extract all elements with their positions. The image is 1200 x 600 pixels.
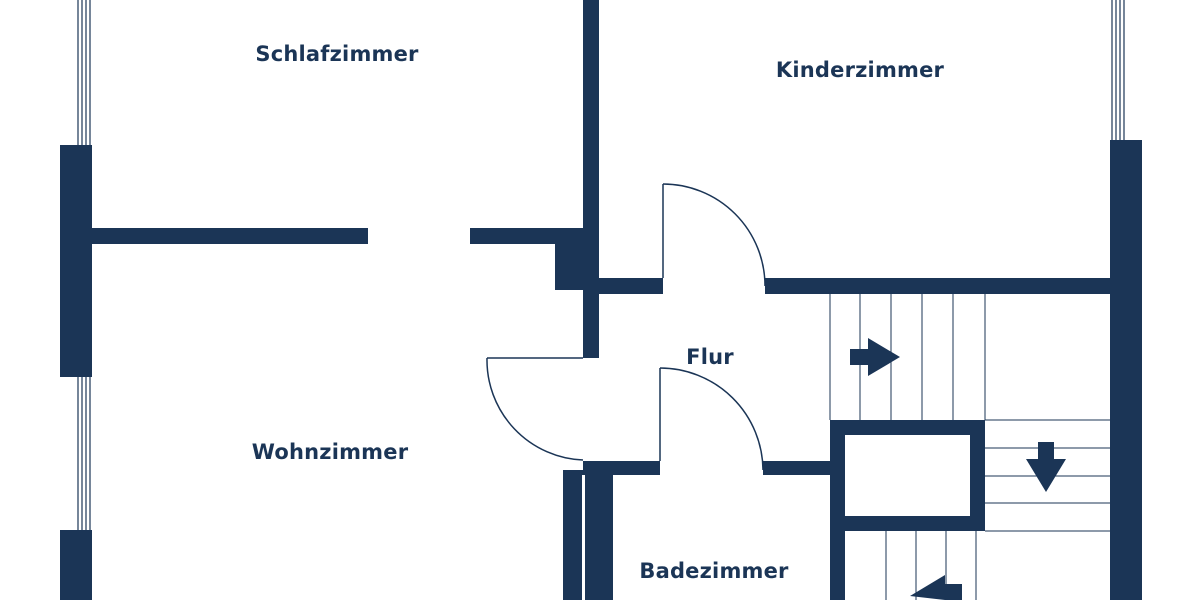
arrow-down-icon (1026, 442, 1066, 492)
room-label-wohnzimmer: Wohnzimmer (251, 440, 409, 464)
left-exterior-wall-lower (60, 530, 92, 600)
room-label-schlafzimmer: Schlafzimmer (255, 42, 419, 66)
room-label-badezimmer: Badezimmer (639, 559, 789, 583)
stair-arrows (850, 338, 1066, 600)
hall-top-wall-right (765, 278, 1113, 294)
stair-well-bottom (830, 516, 985, 531)
door-wohnzimmer-swing (486, 357, 584, 461)
bathroom-wall-gap (582, 475, 585, 600)
hall-bottom-wall-right (763, 461, 833, 475)
stair-well-right (970, 420, 985, 531)
doors (486, 183, 766, 471)
right-exterior-wall (1110, 140, 1142, 600)
arrow-left-icon (910, 575, 962, 600)
left-exterior-wall-upper (60, 145, 92, 377)
stair-well-left (830, 420, 845, 600)
door-badezimmer-swing (659, 367, 764, 471)
stair-treads (829, 294, 1110, 600)
central-wall-stub (583, 294, 599, 358)
windows (77, 0, 1125, 530)
door-kinderzimmer-swing (662, 183, 766, 287)
wall-pillar-top (555, 228, 585, 290)
room-label-flur: Flur (686, 345, 734, 369)
bathroom-wall-inner (582, 475, 585, 600)
walls (60, 0, 1142, 600)
arrow-right-icon (850, 338, 900, 376)
stair-well-top (830, 420, 985, 435)
central-vertical-wall (583, 0, 599, 294)
room-label-kinderzimmer: Kinderzimmer (775, 58, 945, 82)
hall-top-wall-left (599, 278, 663, 294)
bathroom-left-wall (563, 470, 613, 600)
bedroom-living-wall-left (92, 228, 368, 244)
